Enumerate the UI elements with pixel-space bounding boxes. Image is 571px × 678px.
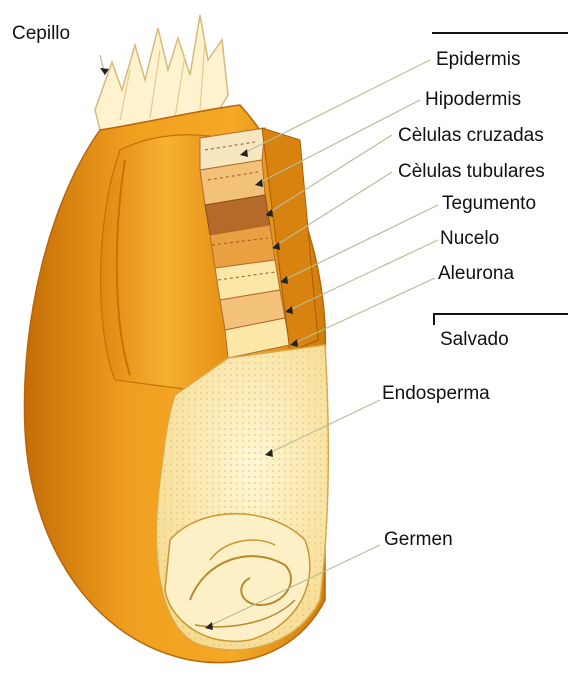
label-cepillo: Cepillo [12, 24, 70, 43]
label-germen: Germen [384, 530, 453, 549]
label-tegumento: Tegumento [442, 194, 536, 213]
label-celulas-cruzadas: Cèlulas cruzadas [398, 126, 544, 145]
label-nucelo: Nucelo [440, 229, 499, 248]
label-hipodermis: Hipodermis [425, 90, 521, 109]
label-celulas-tubulares: Cèlulas tubulares [398, 162, 545, 181]
label-aleurona: Aleurona [438, 264, 514, 283]
label-salvado: Salvado [440, 330, 509, 349]
label-epidermis: Epidermis [436, 50, 520, 69]
bran-bracket-bottom [434, 314, 568, 325]
label-endosperma: Endosperma [382, 384, 490, 403]
